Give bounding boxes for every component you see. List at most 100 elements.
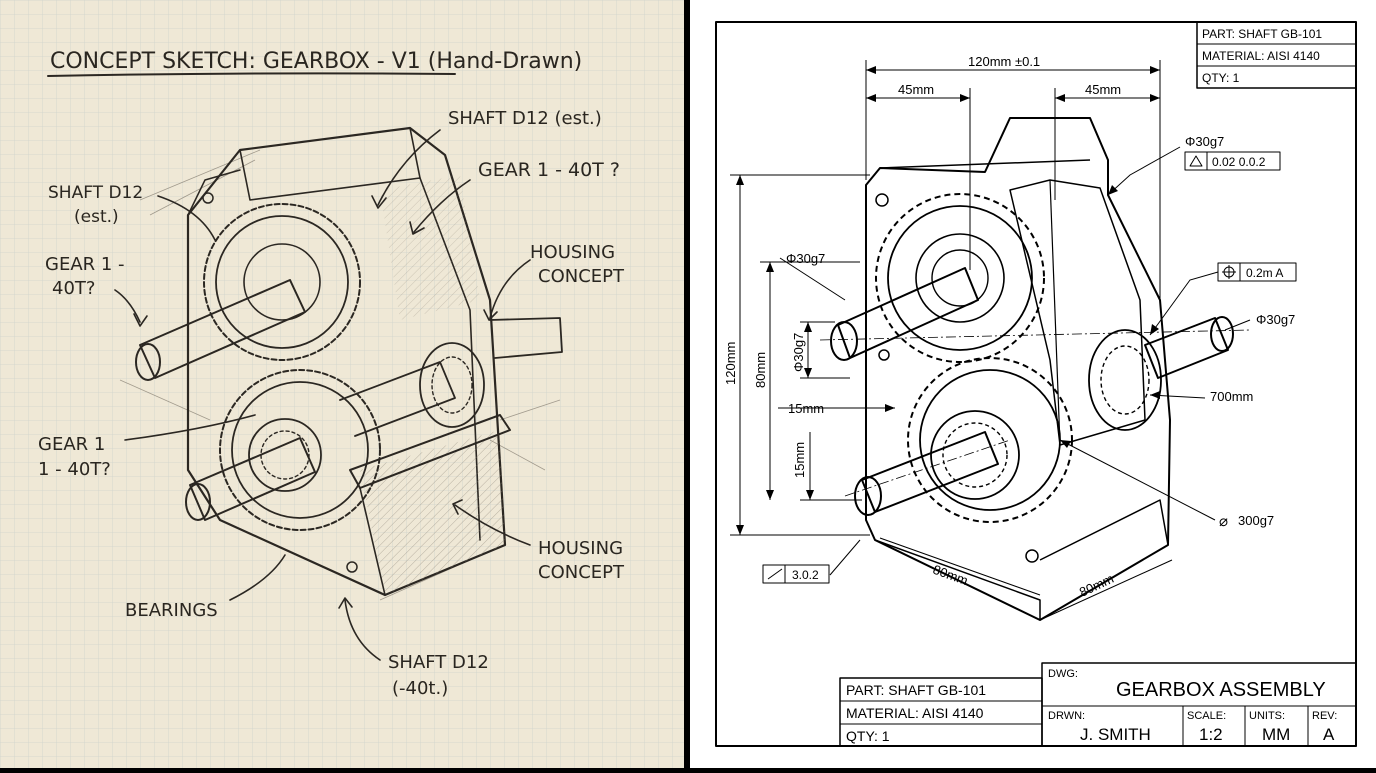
dim-line-base-left [879,537,1041,596]
callout-arrow [124,414,256,441]
arrowhead-icon [371,195,387,209]
arrowhead-icon [736,525,744,535]
top-gear-bore [931,249,989,307]
info-block-frame [1196,21,1357,89]
dim-overall-width: 120mm ±0.1 [968,54,1040,69]
top-shaft-back [489,317,563,359]
panel-divider [684,0,690,768]
title-block: PART: SHAFT GB-101 MATERIAL: AISI 4140 Q… [839,662,1357,747]
feature-control-frame-flatness: 3.0.2 [762,564,830,584]
label-gear-lower-1: GEAR 1 [38,434,105,455]
top-shaft-end [830,321,858,361]
label-shaft-top: SHAFT D12 (est.) [448,108,602,129]
bearing-outer [248,418,322,492]
leader-300 [1059,439,1216,521]
top-gear-rim [887,205,1033,351]
arrowhead-icon [766,490,774,500]
bolt-hole-icon [1025,549,1039,563]
info-qty: QTY: 1 [1202,71,1240,85]
top-shaft-end [135,343,161,381]
housing-outline [186,126,507,597]
top-info-block: PART: SHAFT GB-101 MATERIAL: AISI 4140 Q… [1196,21,1357,89]
housing-outline [865,117,1171,621]
dim-dia-15: 15mm [788,401,824,416]
dim-dia-700: 700mm [1210,389,1253,404]
dimensions [730,60,1251,621]
top-shaft [139,279,306,379]
label-housing-bottom-1: HOUSING [538,538,623,559]
housing-shading [380,175,480,320]
bearing-balls [942,422,1008,488]
dim-phi30-left: Φ30g7 [786,251,825,266]
right-bearing-balls [431,356,473,414]
arrowhead-icon [1060,440,1071,448]
arrowhead-icon [804,368,812,378]
leader-phi30-top [1107,146,1181,196]
callout-arrow [454,504,531,546]
flatness-symbol-icon [767,568,783,580]
leader-phi30-right [1224,319,1251,331]
arrowhead-icon [960,94,970,102]
dim-left-45: 45mm [898,82,934,97]
top-gear-rim [215,215,349,349]
label-gear-top: GEAR 1 - 40T ? [478,159,620,181]
feature-control-frame-top: 0.02 0.0.2 [1184,151,1281,171]
bracket-edge [359,487,386,596]
cad-gearbox [819,117,1251,621]
callout-arrow [157,195,216,241]
label-shaft-bottom-2: (-40t.) [392,678,448,699]
bottom-shaft [189,437,316,521]
callout-arrow [413,179,471,233]
callout-arrow [229,554,286,601]
bolt-hole-icon [878,349,890,361]
leader-phi30-left [779,257,846,301]
dim-right-45: 45mm [1085,82,1121,97]
flange-edge [187,169,241,216]
tb-scale-label: SCALE: [1187,710,1226,722]
callout-arrow [114,289,141,323]
tb-dwg-label: DWG: [1048,668,1078,680]
fcf-position-value: 0.2m A [1246,266,1283,280]
info-material: MATERIAL: AISI 4140 [1202,49,1320,63]
tb-drwn-label: DRWN: [1048,710,1085,722]
housing-shading [360,430,505,595]
tb-drwn-value: J. SMITH [1080,725,1151,744]
bottom-shaft-end [185,483,211,521]
arrowhead-icon [804,322,812,332]
sketch-callouts [114,129,531,661]
sketch-title: CONCEPT SKETCH: GEARBOX - V1 (Hand-Drawn… [50,49,582,74]
callout-arrow [489,259,531,319]
label-shaft-left-2: (est.) [74,207,119,227]
top-gear-teeth [875,193,1045,363]
arrowhead-icon [866,66,876,74]
housing-bracket [349,414,511,489]
bolt-hole-icon [875,193,889,207]
sketch-panel: CONCEPT SKETCH: GEARBOX - V1 (Hand-Drawn… [0,0,684,768]
dim-phi30-top: Φ30g7 [1185,134,1224,149]
top-gear-hub [915,233,1005,323]
dim-height-80: 80mm [753,352,768,388]
cad-panel: PART: SHAFT GB-101 MATERIAL: AISI 4140 Q… [690,0,1376,768]
center-shaft [339,361,456,437]
label-housing-right-2: CONCEPT [538,266,625,287]
bottom-gear-teeth [219,369,381,531]
tb-part: PART: SHAFT GB-101 [846,682,986,698]
top-gear-teeth [203,203,361,361]
right-bearing [1088,329,1162,431]
profile-triangle-icon [1189,155,1203,167]
bearing-outer [930,410,1020,500]
bottom-shaft [861,431,999,513]
bottom-shaft-end [854,476,882,516]
arrowhead-icon [452,499,463,515]
tb-rev-value: A [1323,725,1335,744]
arrowhead-icon [338,597,353,609]
arrowhead-icon [1150,66,1160,74]
arrowhead-icon [1150,391,1160,399]
label-housing-bottom-2: CONCEPT [538,562,625,583]
arrowhead-icon [806,490,814,500]
tb-material: MATERIAL: AISI 4140 [846,705,984,721]
dim-dia-300: 300g7 [1238,513,1274,528]
dim-phi30-vertical: Φ30g7 [791,333,806,372]
center-line [844,439,1011,497]
